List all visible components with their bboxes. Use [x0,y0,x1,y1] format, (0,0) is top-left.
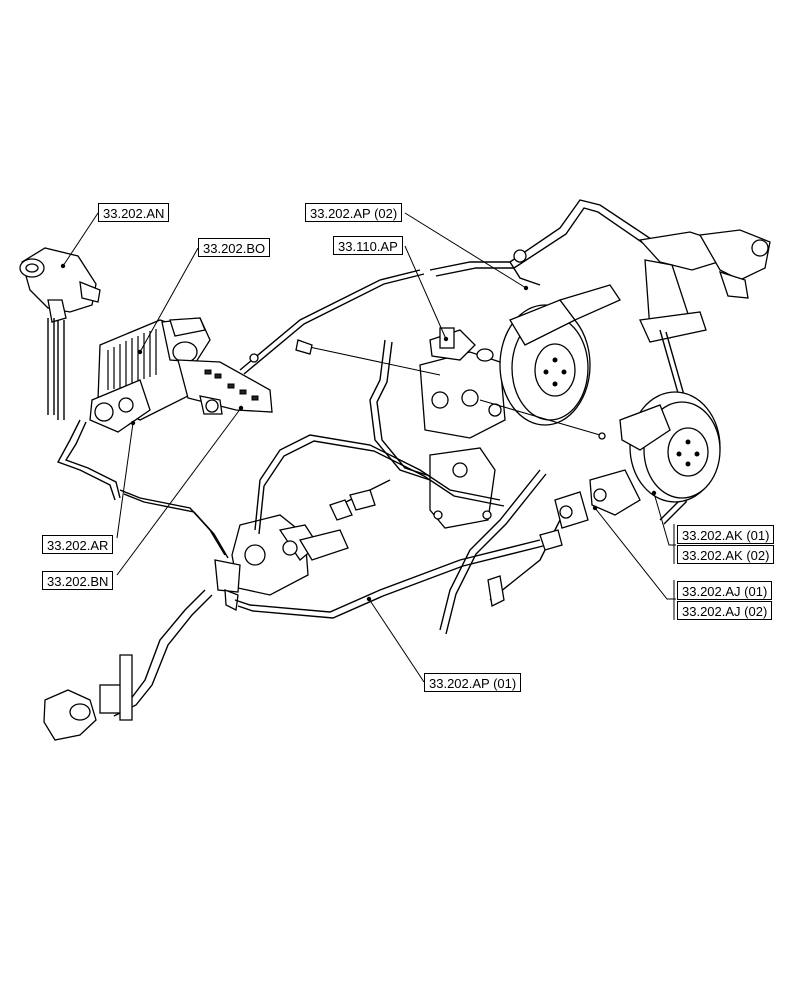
leader-lines [60,212,676,683]
callout-33-202-ap-01: 33.202.AP (01) [424,673,522,692]
lower-hose [43,589,213,741]
callout-33-202-an: 33.202.AN [98,203,170,222]
callout-33-202-aj-02: 33.202.AJ (02) [677,601,773,620]
brake-fluid-reservoir [19,247,101,420]
master-cylinder-assembly [89,317,273,433]
upper-frame [429,199,771,525]
left-brake-disc [499,284,621,426]
callout-33-110-ap: 33.110.AP [333,236,403,255]
callout-33-202-bn: 33.202.BN [42,571,114,590]
long-brake-lines [234,339,606,635]
right-brake-disc [554,391,721,529]
callout-33-202-bo: 33.202.BO [198,238,271,257]
trailer-brake-valve [214,514,349,611]
central-valve-block [369,327,506,529]
callout-33-202-ap-02: 33.202.AP (02) [305,203,403,222]
left-brake-lines [56,269,425,559]
callout-33-202-ak-02: 33.202.AK (02) [677,545,775,564]
callout-33-202-ar: 33.202.AR [42,535,114,554]
callout-33-202-aj-01: 33.202.AJ (01) [677,581,773,600]
callout-33-202-ak-01: 33.202.AK (01) [677,525,775,544]
